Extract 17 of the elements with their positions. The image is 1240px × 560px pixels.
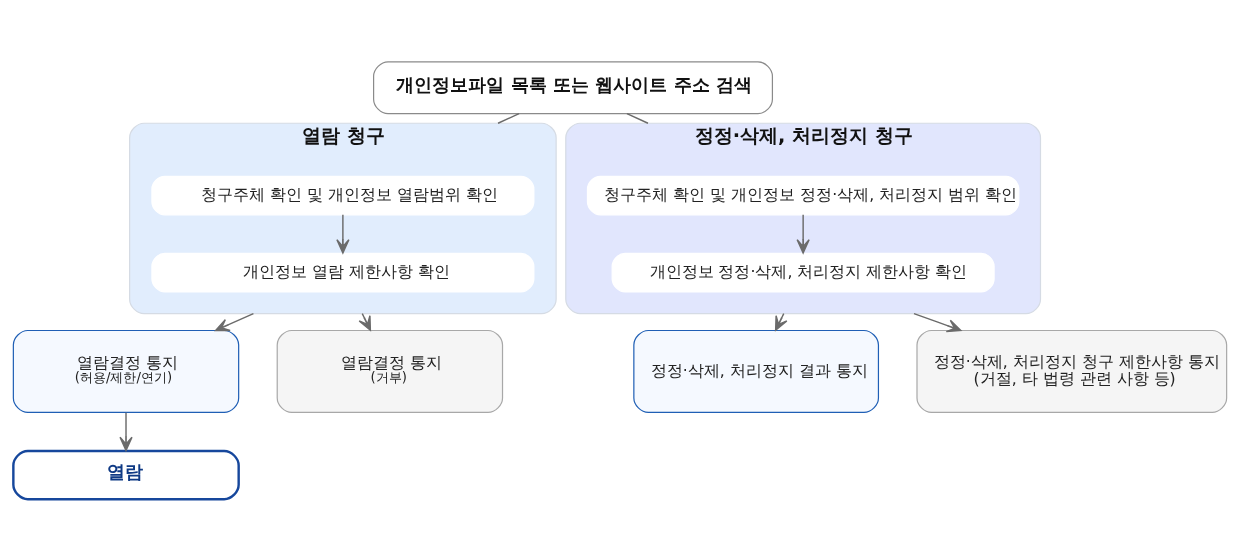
node-box: 열람결정 통지 (허용/제한/연기) — [12, 329, 240, 413]
connector — [626, 112, 649, 124]
connector — [497, 112, 520, 124]
node-box: 개인정보파일 목록 또는 웹사이트 주소 검색 — [373, 60, 773, 114]
node-box: 개인정보 정정·삭제, 처리정지 제한사항 확인 — [611, 252, 995, 293]
arrow — [796, 213, 810, 254]
node-box: 열람결정 통지 (거부) — [276, 329, 504, 413]
node-box: 정정·삭제, 처리정지 청구 제한사항 통지 (거절, 타 법령 관련 사항 등) — [916, 329, 1228, 413]
arrow — [119, 411, 133, 451]
node-box: 열람 — [12, 449, 240, 500]
arrow — [214, 312, 255, 331]
node-box: 청구주체 확인 및 개인정보 정정·삭제, 처리정지 범위 확인 — [586, 175, 1020, 215]
node-box: 개인정보 열람 제한사항 확인 — [151, 252, 535, 293]
arrow — [913, 312, 962, 332]
arrow — [336, 213, 350, 254]
node-box: 정정·삭제, 처리정지 결과 통지 — [633, 329, 880, 413]
node-box: 청구주체 확인 및 개인정보 열람범위 확인 — [151, 175, 535, 215]
